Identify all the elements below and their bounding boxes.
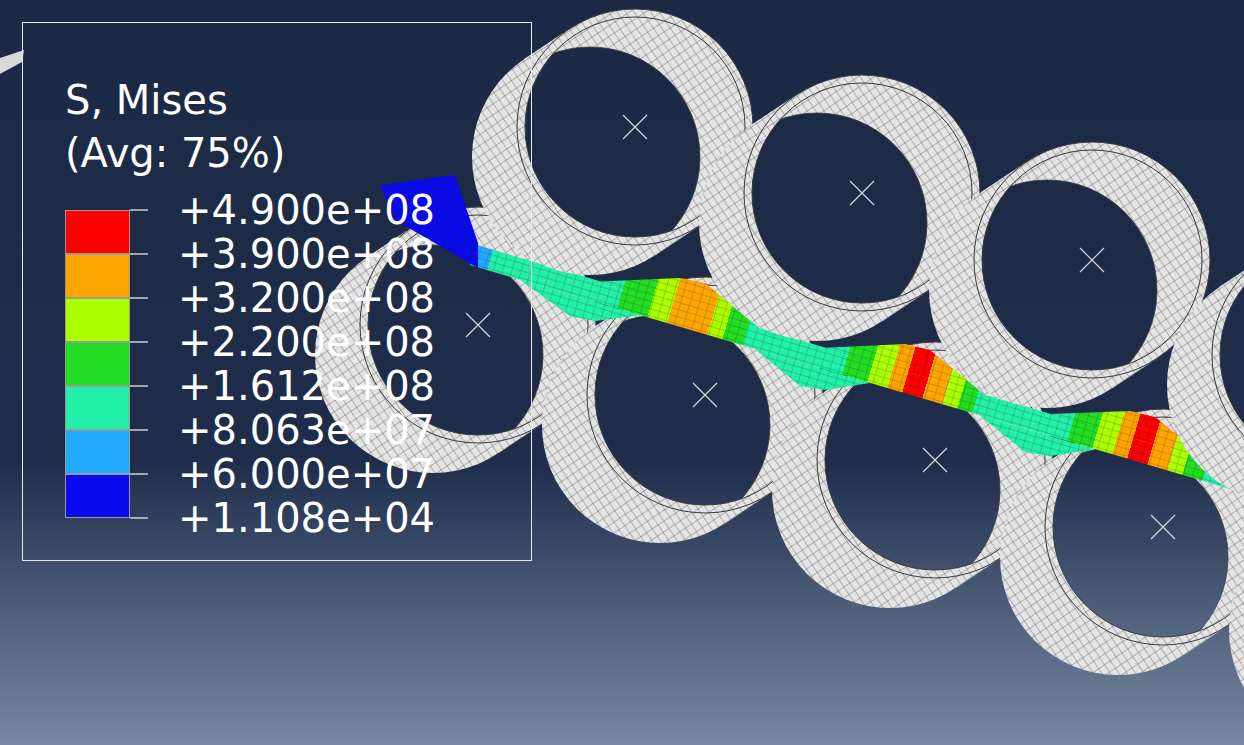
legend-value: +2.200e+08 [178, 319, 435, 365]
legend-value: +4.900e+08 [178, 187, 435, 233]
legend-value: +4.900e+08 [178, 190, 435, 230]
color-swatch [65, 298, 130, 342]
legend-value: +1.612e+08 [178, 363, 435, 409]
legend-value: +2.200e+08 [178, 322, 435, 362]
upper-rollers [472, 9, 1244, 503]
legend-value: +1.108e+04 [178, 498, 435, 538]
color-swatch [65, 210, 130, 254]
legend-value: +6.000e+07 [178, 451, 435, 497]
legend-value: +3.200e+08 [178, 278, 435, 318]
legend-value: +3.900e+08 [178, 234, 435, 274]
legend-value: +8.063e+07 [178, 410, 435, 450]
legend-title: S, Mises [65, 80, 228, 120]
color-swatch [65, 342, 130, 386]
legend-value: +6.000e+07 [178, 454, 435, 494]
averaging-note: (Avg: 75%) [65, 133, 285, 173]
legend-value: +1.108e+04 [178, 495, 435, 541]
legend-value: +8.063e+07 [178, 407, 435, 453]
color-swatch [65, 430, 130, 474]
legend-value: +1.612e+08 [178, 366, 435, 406]
color-swatch [65, 474, 130, 518]
part-fragment [0, 50, 24, 74]
averaging-note: (Avg: 75%) [65, 130, 285, 176]
center-marks [466, 115, 1175, 539]
color-swatch [65, 254, 130, 298]
legend-ticks [130, 210, 148, 518]
legend-value: +3.200e+08 [178, 275, 435, 321]
legend-title: S, Mises [65, 77, 228, 123]
color-swatch [65, 386, 130, 430]
legend-value: +3.900e+08 [178, 231, 435, 277]
